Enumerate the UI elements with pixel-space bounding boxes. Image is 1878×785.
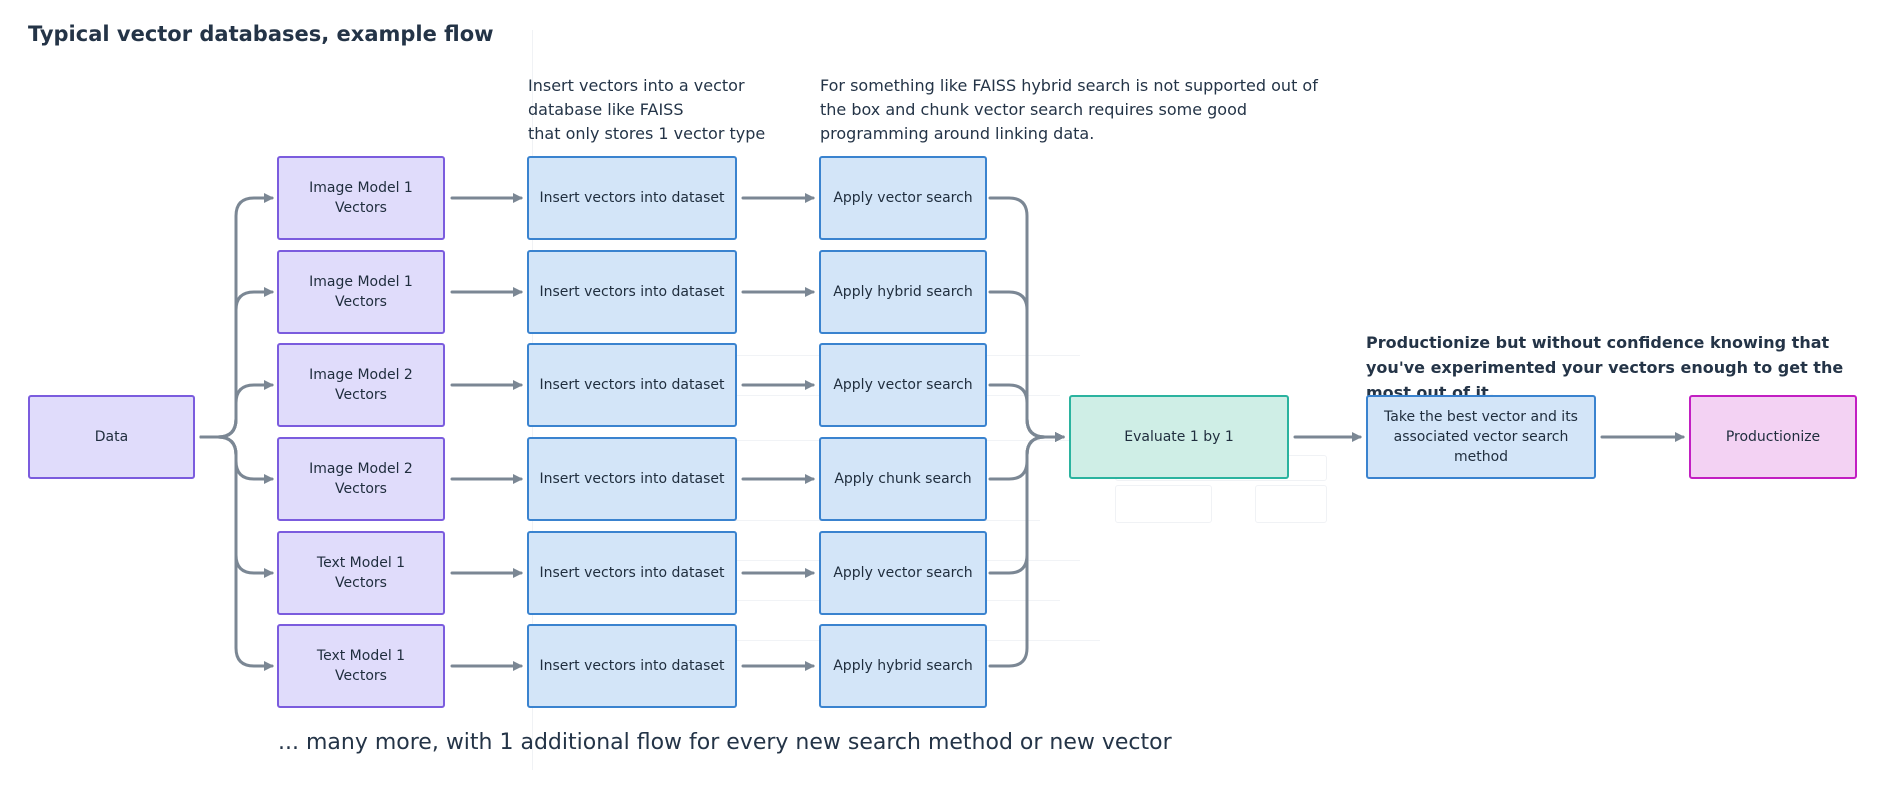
model-node: Text Model 1 Vectors bbox=[277, 624, 445, 708]
search-node-label: Apply hybrid search bbox=[833, 284, 973, 300]
search-node-label: Apply vector search bbox=[833, 565, 973, 581]
ghost-box bbox=[1115, 485, 1212, 523]
insert-node-label: Insert vectors into dataset bbox=[539, 190, 725, 206]
search-node: Apply hybrid search bbox=[819, 624, 987, 708]
model-node-label: Text Model 1 Vectors bbox=[316, 555, 406, 591]
model-node-label: Text Model 1 Vectors bbox=[316, 648, 406, 684]
search-node: Apply vector search bbox=[819, 156, 987, 240]
data-node: Data bbox=[28, 395, 195, 479]
insert-node: Insert vectors into dataset bbox=[527, 343, 737, 427]
ghost-line bbox=[560, 520, 1040, 521]
ghost-line bbox=[560, 395, 1060, 396]
best-method-node-label: Take the best vector and its associated … bbox=[1384, 409, 1578, 465]
insert-node-label: Insert vectors into dataset bbox=[539, 471, 725, 487]
footer-note: ... many more, with 1 additional flow fo… bbox=[278, 730, 1172, 755]
evaluate-node-label: Evaluate 1 by 1 bbox=[1124, 429, 1234, 445]
model-node-label: Image Model 2 Vectors bbox=[309, 367, 413, 403]
data-node-label: Data bbox=[94, 429, 129, 445]
insert-node: Insert vectors into dataset bbox=[527, 437, 737, 521]
search-node: Apply vector search bbox=[819, 343, 987, 427]
insert-node: Insert vectors into dataset bbox=[527, 531, 737, 615]
ghost-line bbox=[560, 600, 1060, 601]
insert-node-label: Insert vectors into dataset bbox=[539, 658, 725, 674]
insert-node-label: Insert vectors into dataset bbox=[539, 377, 725, 393]
best-method-node: Take the best vector and its associated … bbox=[1366, 395, 1596, 479]
insert-node-label: Insert vectors into dataset bbox=[539, 565, 725, 581]
model-node: Image Model 1 Vectors bbox=[277, 250, 445, 334]
productionize-node-label: Productionize bbox=[1725, 429, 1821, 445]
model-node: Text Model 1 Vectors bbox=[277, 531, 445, 615]
search-node-label: Apply hybrid search bbox=[833, 658, 973, 674]
search-node-label: Apply vector search bbox=[833, 190, 973, 206]
productionize-node: Productionize bbox=[1689, 395, 1857, 479]
model-node-label: Image Model 2 Vectors bbox=[309, 461, 413, 497]
search-node: Apply vector search bbox=[819, 531, 987, 615]
insert-note: Insert vectors into a vector database li… bbox=[528, 74, 798, 146]
insert-note-text: Insert vectors into a vector database li… bbox=[528, 76, 766, 143]
search-node-label: Apply vector search bbox=[833, 377, 973, 393]
model-node-label: Image Model 1 Vectors bbox=[309, 274, 413, 310]
productionize-note: Productionize but without confidence kno… bbox=[1366, 330, 1866, 405]
ghost-box bbox=[1255, 485, 1327, 523]
data-to-model-connector bbox=[199, 380, 274, 439]
faiss-note: For something like FAISS hybrid search i… bbox=[820, 74, 1320, 146]
model-node: Image Model 1 Vectors bbox=[277, 156, 445, 240]
search-to-evaluate-connector bbox=[988, 383, 1065, 442]
insert-node: Insert vectors into dataset bbox=[527, 156, 737, 240]
insert-node: Insert vectors into dataset bbox=[527, 624, 737, 708]
productionize-note-text: Productionize but without confidence kno… bbox=[1366, 333, 1844, 402]
search-node: Apply hybrid search bbox=[819, 250, 987, 334]
search-node-label: Apply chunk search bbox=[834, 471, 972, 487]
search-node: Apply chunk search bbox=[819, 437, 987, 521]
model-node: Image Model 2 Vectors bbox=[277, 437, 445, 521]
diagram-title: Typical vector databases, example flow bbox=[28, 22, 494, 46]
evaluate-node: Evaluate 1 by 1 bbox=[1069, 395, 1289, 479]
insert-node-label: Insert vectors into dataset bbox=[539, 284, 725, 300]
search-to-evaluate-connector bbox=[988, 432, 1065, 668]
model-node: Image Model 2 Vectors bbox=[277, 343, 445, 427]
insert-node: Insert vectors into dataset bbox=[527, 250, 737, 334]
model-node-label: Image Model 1 Vectors bbox=[309, 180, 413, 216]
faiss-note-text: For something like FAISS hybrid search i… bbox=[820, 76, 1318, 143]
data-to-model-connector bbox=[199, 435, 274, 671]
